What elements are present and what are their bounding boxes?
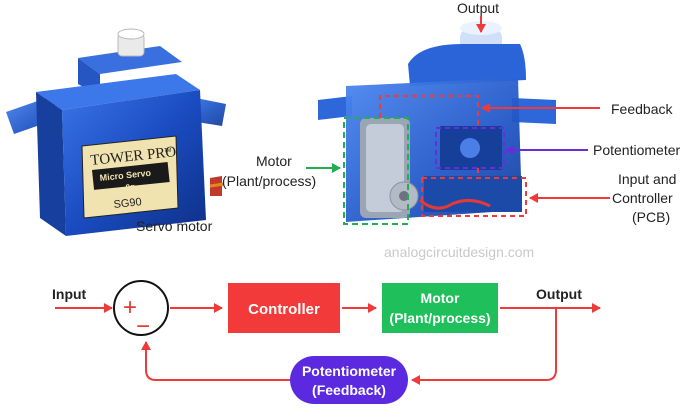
summing-junction: + −	[113, 280, 169, 340]
servo-motor-caption: Servo motor	[136, 218, 213, 234]
feedback-label-1: Potentiometer	[302, 363, 397, 379]
motor-label-2: (Plant/process)	[389, 310, 490, 326]
feedback-loop-left	[141, 341, 290, 381]
watermark: analogcircuitdesign.com	[384, 244, 534, 260]
output-label: Output	[536, 286, 582, 302]
feedback-label-2: (Feedback)	[312, 382, 386, 398]
feedback-callout-label: Feedback	[611, 101, 673, 117]
sum-plus: +	[123, 294, 137, 321]
output-callout-label: Output	[457, 0, 499, 16]
controller-block	[228, 283, 340, 333]
servo-photo-right	[318, 21, 556, 222]
input-label: Input	[52, 286, 87, 302]
pcb-callout-label-1: Input and	[618, 171, 676, 187]
brand-tm: TM	[164, 148, 171, 154]
potentiometer-feedback-block	[290, 356, 408, 404]
model-code: SG90	[113, 196, 142, 211]
sum-minus: −	[136, 313, 150, 340]
internal-signal-path	[379, 95, 479, 178]
pcb-dashed-box	[421, 177, 527, 217]
pcb-callout-label-3: (PCB)	[632, 209, 670, 225]
motor-dashed-box	[343, 117, 409, 225]
pcb-callout-label-2: Controller	[612, 190, 673, 206]
feedback-loop-right	[411, 308, 557, 385]
potentiometer-callout-label: Potentiometer	[593, 142, 680, 158]
servo-photo-left: TOWER PRO TM Micro Servo 9g SG90	[6, 28, 226, 236]
motor-callout-label-1: Motor	[256, 153, 292, 169]
motor-block	[382, 283, 498, 333]
controller-label: Controller	[248, 301, 320, 318]
motor-callout-label-2: (Plant/process)	[222, 173, 316, 189]
model-line2: 9g	[125, 182, 135, 192]
motor-label-1: Motor	[421, 290, 460, 306]
